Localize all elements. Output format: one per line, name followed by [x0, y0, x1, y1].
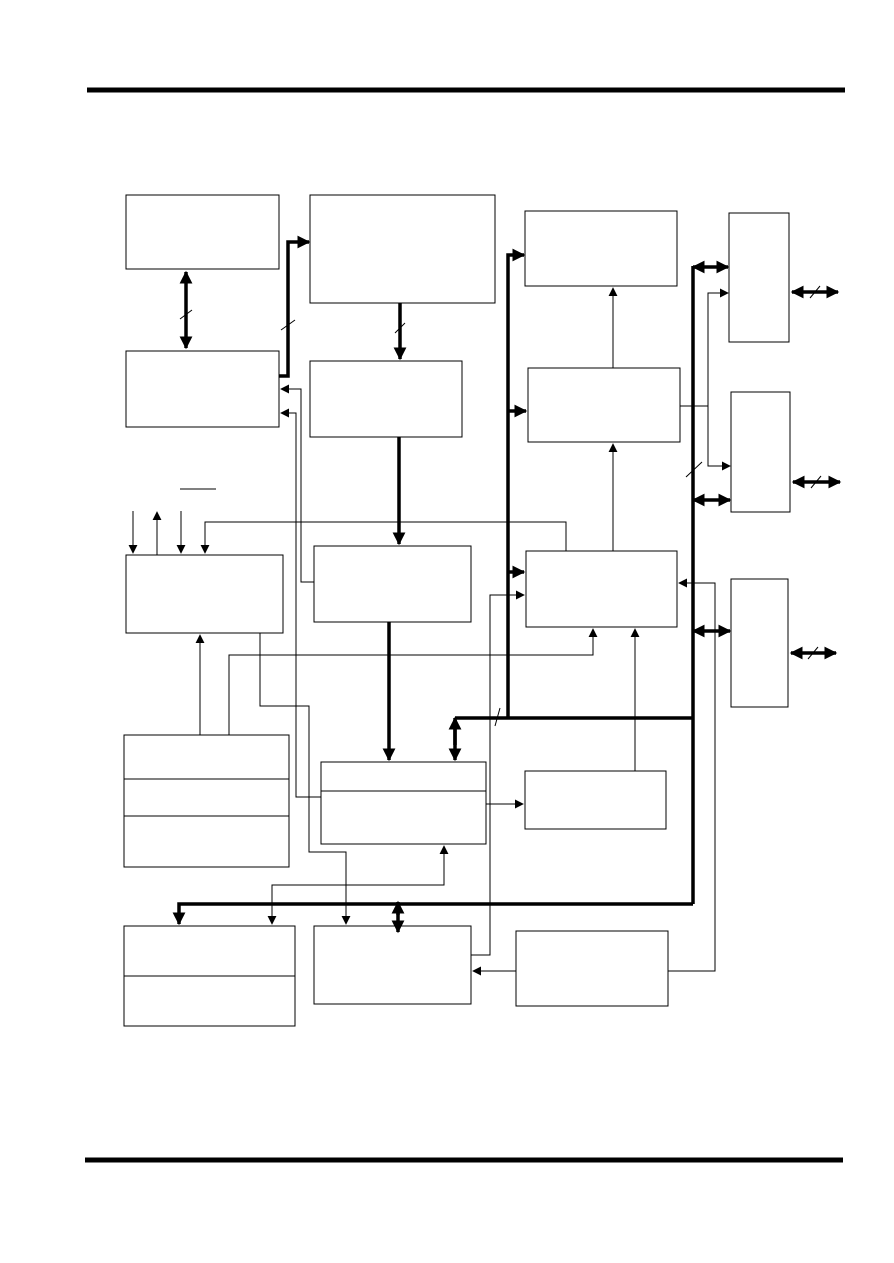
block-j	[125, 554, 284, 634]
bus-bottom	[172, 902, 693, 926]
sig-r-l	[668, 578, 716, 972]
block-h	[730, 391, 791, 513]
block-r	[515, 930, 669, 1007]
sig-k-b	[280, 384, 314, 583]
block-p	[123, 925, 296, 1027]
sig-loop-n	[271, 845, 449, 924]
block-o	[524, 770, 667, 830]
block-f	[527, 367, 681, 443]
sig-q-l	[471, 590, 525, 956]
sig-j-q	[259, 633, 351, 925]
block-k	[313, 545, 472, 623]
block-b	[125, 350, 280, 428]
block-i	[730, 578, 789, 708]
block-a	[125, 194, 280, 270]
block-c	[309, 194, 496, 304]
block-m	[123, 734, 290, 868]
bus-b-c	[279, 235, 311, 378]
sig-m-l	[228, 628, 598, 735]
block-e	[524, 210, 678, 287]
block-q	[313, 925, 472, 1005]
sig-f-gh	[680, 288, 729, 407]
sig-l-j	[200, 521, 567, 554]
block-l	[525, 550, 678, 628]
block-n	[320, 761, 487, 845]
block-g	[728, 212, 790, 343]
block-d	[309, 360, 463, 438]
bus-left-riser	[506, 248, 526, 718]
